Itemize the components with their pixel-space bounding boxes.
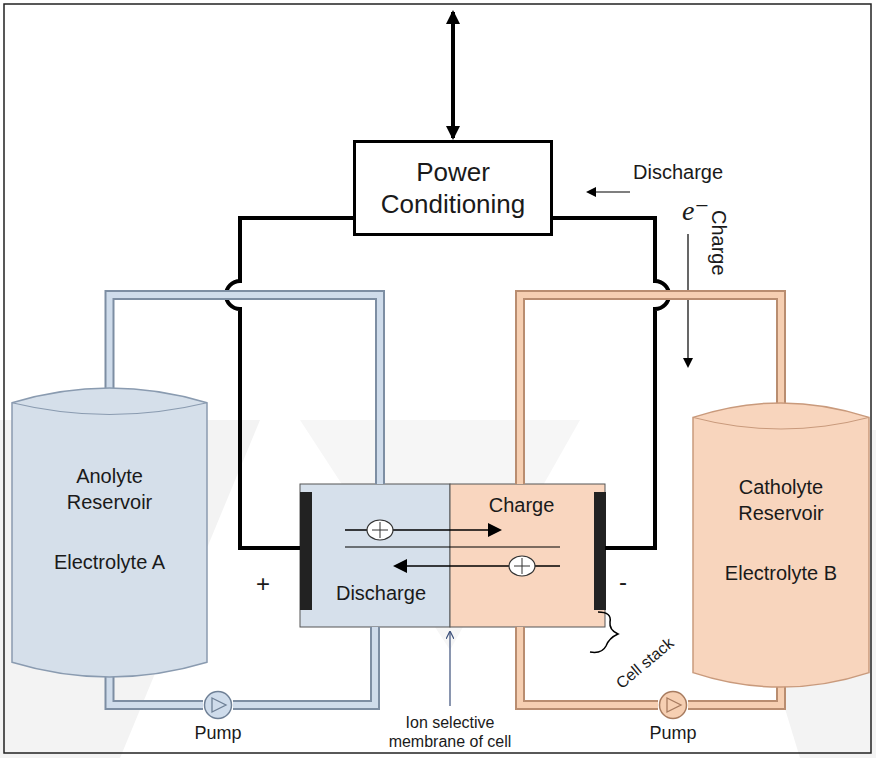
node-title: Catholyte Reservoir <box>721 474 841 526</box>
node-title: Charge <box>489 494 555 517</box>
electrolyte-pipe <box>110 676 204 705</box>
node-subtitle: Electrolyte A <box>54 549 165 575</box>
tank-body <box>693 403 869 687</box>
membrane-line <box>345 546 560 547</box>
cell-half: Charge <box>450 484 605 627</box>
node-subtitle: Electrolyte B <box>725 560 837 586</box>
frame <box>4 4 871 753</box>
electrode <box>594 492 606 610</box>
polarity-sign: + <box>256 570 270 599</box>
electron-symbol: e⁻ <box>682 194 709 228</box>
discharge-arrow <box>588 191 630 192</box>
tank-rim <box>12 403 207 415</box>
polarity-sign: - <box>619 568 627 597</box>
leader-line <box>449 632 450 706</box>
brace <box>590 612 618 652</box>
tank-rim <box>693 417 869 429</box>
process-box: Power Conditioning <box>353 140 553 236</box>
pump-symbol: Pump <box>658 690 688 720</box>
ion-symbol <box>367 520 393 540</box>
pump-icon <box>658 690 688 720</box>
electrode <box>300 492 312 610</box>
node-title: Pump <box>194 723 241 744</box>
pump-casing <box>660 692 687 719</box>
power-wire <box>553 218 669 548</box>
wire-line <box>226 218 353 548</box>
pump-impeller <box>212 698 226 712</box>
node-title: Discharge <box>336 582 426 605</box>
node-title: Power Conditioning <box>364 156 542 221</box>
pump-icon <box>203 690 233 720</box>
electrolyte-pipe <box>688 686 781 705</box>
node-title: Anolyte Reservoir <box>50 463 170 515</box>
grid-arrow <box>451 12 455 138</box>
flow-label: Charge <box>707 210 731 276</box>
pipe-wall <box>233 627 375 705</box>
pump-casing <box>205 692 232 719</box>
pipe-bore <box>110 676 204 705</box>
tank-outline <box>693 400 869 690</box>
wire-line <box>553 218 669 548</box>
pump-symbol: Pump <box>203 690 233 720</box>
reservoir-tank: Catholyte ReservoirElectrolyte B <box>693 400 869 690</box>
node-title: Pump <box>649 723 696 744</box>
power-wire <box>226 218 353 548</box>
flow-label: Discharge <box>633 160 723 184</box>
tank-body <box>12 388 207 677</box>
pipe-bore <box>688 686 781 705</box>
pipe-wall <box>688 686 781 705</box>
electrolyte-pipe <box>233 627 375 705</box>
pipe-bore <box>233 627 375 705</box>
reservoir-tank: Anolyte ReservoirElectrolyte A <box>12 385 207 680</box>
pump-impeller <box>667 698 681 712</box>
part-label: Ion selective membrane of cell <box>375 713 525 751</box>
cell-half-anolyte <box>300 484 450 627</box>
cell-half-catholyte <box>450 484 605 627</box>
cell-half: Discharge <box>300 484 450 627</box>
part-label: Cell stack <box>612 633 677 692</box>
tank-outline <box>12 385 207 680</box>
pipe-wall <box>110 676 204 705</box>
ion-symbol <box>509 556 535 576</box>
